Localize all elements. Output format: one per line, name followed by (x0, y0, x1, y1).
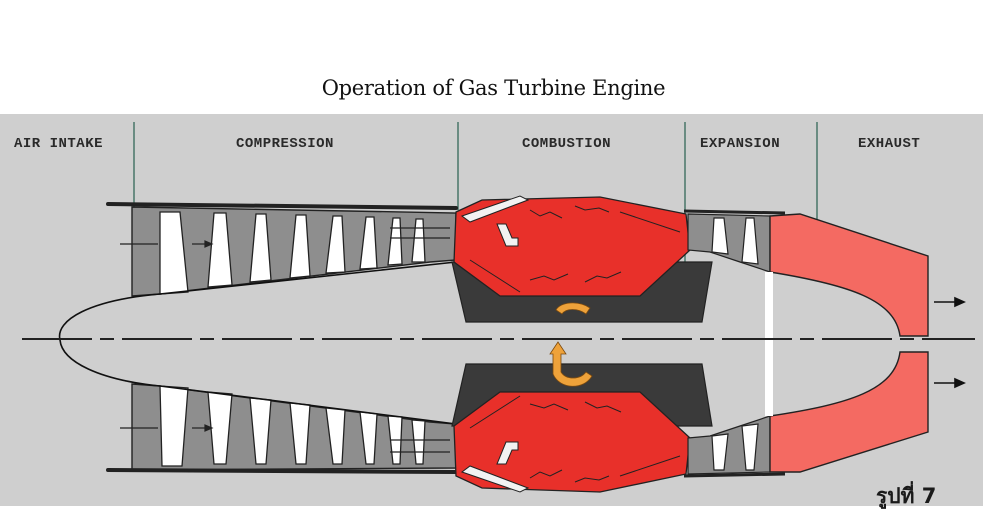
figure-caption: รูปที่ 7 (876, 484, 937, 508)
turbine-upper (683, 209, 786, 273)
combustion-chamber-upper (453, 195, 691, 297)
turbine-shaft-end (765, 272, 773, 416)
compressor-upper-blades (159, 211, 426, 295)
compressor-lower-casing (106, 468, 458, 474)
diagram-title: Operation of Gas Turbine Engine (321, 76, 666, 100)
rotation-arrow-icon (549, 302, 593, 387)
stage-label-expansion: EXPANSION (700, 136, 781, 152)
exhaust-nozzle-lower (769, 351, 929, 473)
flame-lines-lower (469, 395, 681, 483)
compressor-lower (106, 383, 458, 474)
fuel-nozzle-upper (496, 223, 519, 247)
compressor-upper-flow-arrows (120, 227, 450, 248)
compressor-lower-flow-arrows (120, 424, 450, 453)
exhaust-nozzle-upper (769, 213, 929, 337)
stage-label-combustion: COMBUSTION (522, 136, 612, 152)
inner-hub-upper (159, 261, 457, 295)
stage-label-exhaust: EXHAUST (858, 136, 921, 152)
stage-label-air-intake: AIR INTAKE (14, 136, 104, 152)
stage-label-compression: COMPRESSION (236, 136, 334, 152)
compressor-upper (106, 202, 458, 297)
exhaust-flow-arrows (934, 296, 966, 389)
compressor-upper-casing (106, 202, 458, 210)
flame-lines-upper (469, 205, 681, 293)
combustion-chamber-lower (453, 391, 691, 493)
compressor-lower-blades (159, 385, 426, 467)
fuel-nozzle-lower (496, 441, 519, 465)
inner-hub-lower (159, 385, 457, 425)
